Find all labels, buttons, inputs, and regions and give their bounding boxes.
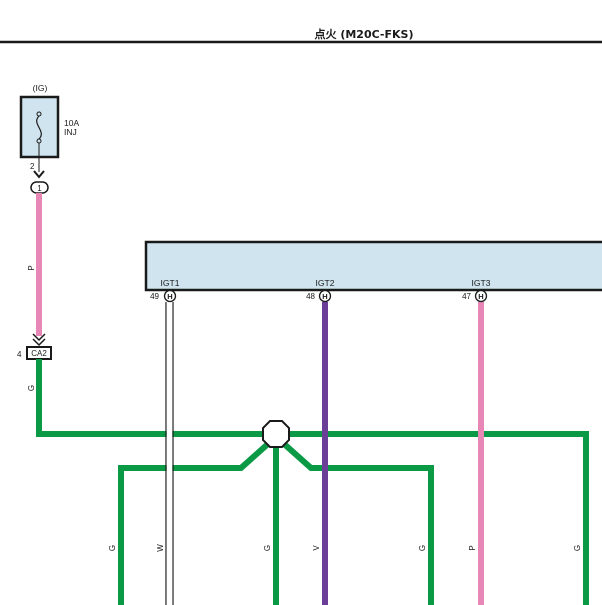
- wire-label-bottom: P: [468, 545, 477, 550]
- ecu-pin-letter: H: [167, 292, 172, 301]
- ca2-label: CA2: [31, 349, 47, 358]
- ecu-pin-circle: [318, 289, 332, 303]
- wire-label-bottom: W: [156, 544, 165, 552]
- ecu-pin-circle: [474, 289, 488, 303]
- ecu-pin-letter: H: [478, 292, 483, 301]
- ecu-pin-igt2: IGT2 48 H: [306, 278, 335, 303]
- connector-arrow-icon: [33, 170, 45, 179]
- ecu-pin-number: 49: [150, 292, 159, 301]
- fuse-terminal-bottom: [36, 138, 42, 144]
- ca2-pin-number: 4: [17, 350, 22, 359]
- fuse-pin-number: 2: [30, 162, 35, 171]
- junction-connector-1: 1: [30, 181, 49, 194]
- wire-green-main: [36, 359, 262, 437]
- fuse-circuit-label: (IG): [33, 83, 48, 93]
- page-title: 点火 (M20C-FKS): [315, 27, 414, 41]
- ecu-pin-circle: [163, 289, 177, 303]
- fuse-rating: 10A: [64, 118, 79, 128]
- ecu-block: [144, 240, 602, 292]
- fuse-name: INJ: [64, 127, 77, 137]
- ecu-pin-name: IGT1: [161, 278, 180, 288]
- wire-label-g-vertical: G: [27, 385, 36, 391]
- wire-label-p-vertical: P: [27, 265, 36, 270]
- ecu-pin-letter: H: [322, 292, 327, 301]
- fuse-terminal-top: [36, 111, 42, 117]
- connector-ca2: 4 CA2: [17, 346, 52, 360]
- ecu-pin-igt1: IGT1 49 H: [150, 278, 180, 303]
- junction-connector-pin: 1: [37, 184, 42, 193]
- ecu-pin-name: IGT3: [472, 278, 491, 288]
- ecu-pin-name: IGT2: [316, 278, 335, 288]
- wire-label-bottom: G: [263, 545, 272, 551]
- wire-green-branch-left: [118, 440, 271, 605]
- wire-label-bottom: G: [573, 545, 582, 551]
- wire-label-bottom: G: [108, 545, 117, 551]
- ecu-pin-number: 47: [462, 292, 471, 301]
- wire-label-bottom: G: [418, 545, 427, 551]
- fuse-inj: (IG) 10A INJ: [19, 83, 79, 159]
- ecu-pin-igt3: IGT3 47 H: [462, 278, 491, 303]
- wire-green-right-bus: [289, 431, 589, 605]
- wire-green-branch-right: [281, 440, 434, 605]
- ecu-box: [144, 240, 602, 292]
- fuse-element-icon: [36, 115, 42, 140]
- double-chevron-icon: [32, 333, 46, 347]
- wire-igt1-white: [165, 302, 174, 605]
- splice-point-octagon: [262, 420, 290, 448]
- ecu-pin-number: 48: [306, 292, 315, 301]
- wire-label-bottom: V: [312, 545, 321, 551]
